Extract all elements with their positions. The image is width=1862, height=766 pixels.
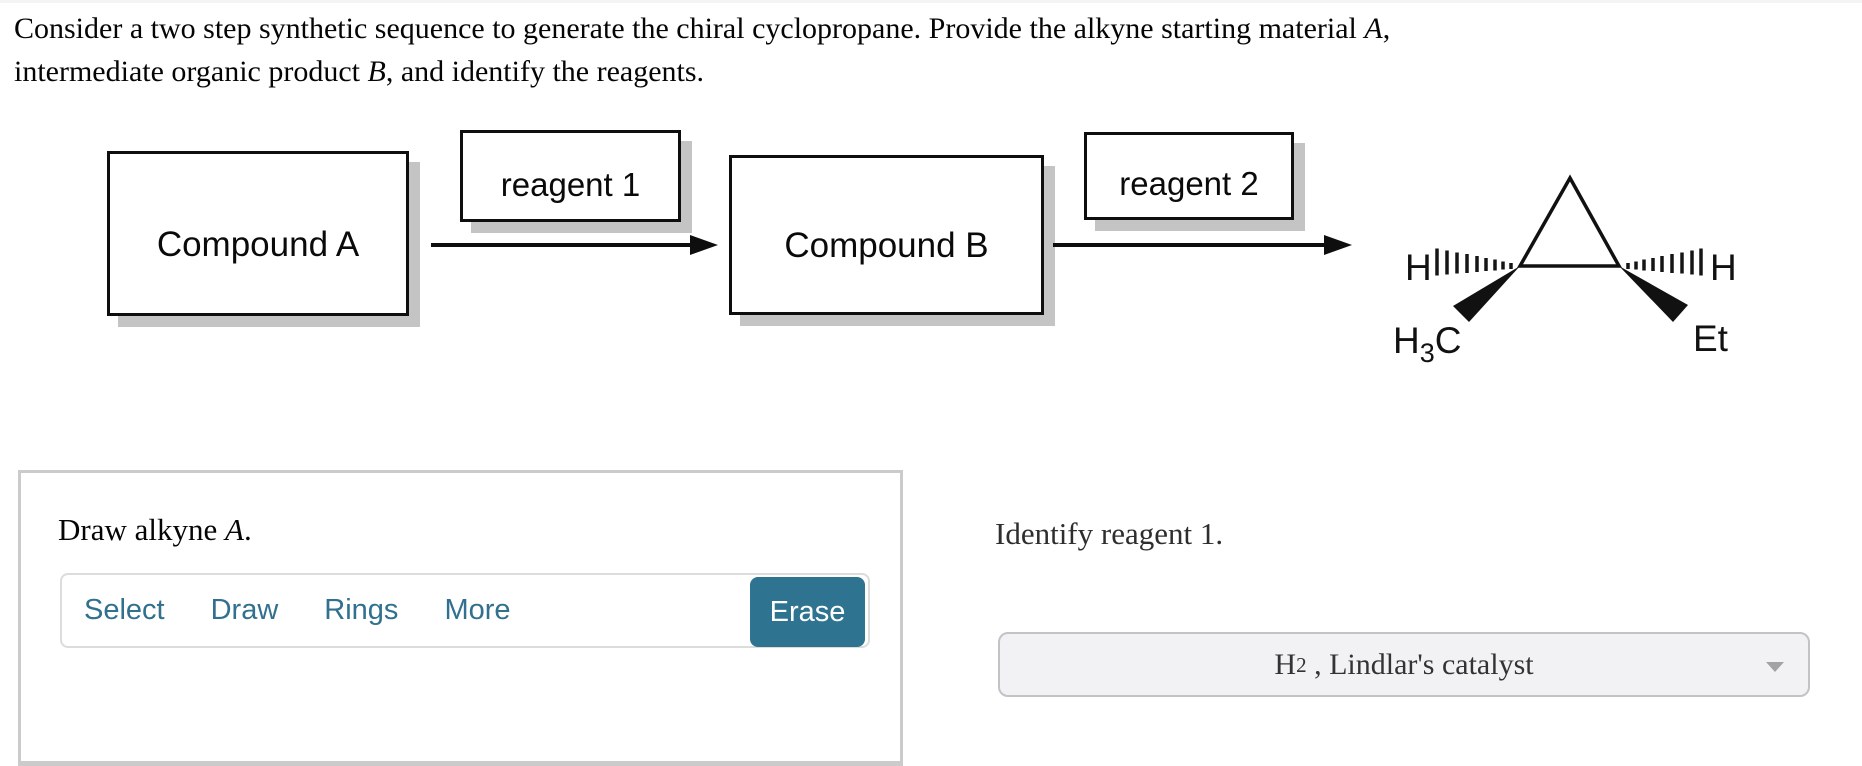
question-line-1: Consider a two step synthetic sequence t…: [14, 7, 1574, 50]
toolbar-item-draw[interactable]: Draw: [210, 594, 279, 626]
draw-prompt-var: A: [225, 512, 244, 547]
product-structure: H H H3C Et: [1393, 174, 1737, 365]
reaction-arrow-2: [1053, 235, 1352, 255]
right-solid-wedge-bond: [1619, 266, 1688, 322]
left-hash-wedge-bond: [1435, 248, 1513, 276]
dropdown-formula-base: H: [1274, 647, 1297, 681]
question-line2-suffix: , and identify the reagents.: [385, 55, 705, 88]
sketch-canvas[interactable]: [21, 651, 900, 761]
top-edge-strip: [0, 0, 1862, 3]
cyclopropane-ring: [1516, 174, 1622, 268]
question-line1-var: A: [1364, 12, 1383, 45]
right-h-label: H: [1710, 247, 1737, 288]
toolbar-item-select[interactable]: Select: [84, 594, 165, 626]
compound-a-label: Compound A: [156, 224, 360, 264]
question-line-2: intermediate organic product B, and iden…: [14, 50, 1574, 93]
reagent-2-label: reagent 2: [1119, 165, 1259, 202]
reaction-arrow-1: [431, 235, 718, 255]
identify-prompt: Identify reagent 1.: [995, 516, 1224, 551]
panel-bottom-border: [18, 761, 903, 766]
compound-b-label: Compound B: [784, 226, 989, 265]
reagent-2-box: reagent 2: [1084, 132, 1294, 220]
toolbar-item-rings[interactable]: Rings: [324, 594, 399, 626]
compound-a-box: Compound A: [107, 151, 409, 316]
question-line1-suffix: ,: [1382, 12, 1391, 45]
draw-prompt-suffix: .: [243, 512, 252, 547]
sketch-toolbar: Select Draw Rings More: [60, 573, 870, 648]
reagent-1-box: reagent 1: [460, 130, 681, 222]
right-hash-wedge-bond: [1626, 248, 1703, 276]
question-text: Consider a two step synthetic sequence t…: [14, 7, 1574, 93]
toolbar-item-more[interactable]: More: [444, 594, 511, 626]
question-line2-text: intermediate organic product: [14, 55, 368, 88]
ethyl-label: Et: [1693, 318, 1729, 359]
question-line1-text: Consider a two step synthetic sequence t…: [14, 12, 1365, 45]
left-h-label: H: [1405, 247, 1432, 288]
compound-b-box: Compound B: [729, 155, 1044, 315]
dropdown-value-text: , Lindlar's catalyst: [1306, 647, 1534, 681]
question-line2-var: B: [367, 55, 386, 88]
dropdown-caret-icon: [1766, 662, 1784, 672]
draw-prompt: Draw alkyne A.: [58, 512, 252, 548]
methyl-label: H3C: [1393, 320, 1462, 365]
erase-button[interactable]: Erase: [750, 577, 865, 647]
draw-prompt-text: Draw alkyne: [58, 512, 225, 547]
left-solid-wedge-bond: [1453, 266, 1520, 322]
reagent-1-label: reagent 1: [500, 166, 641, 203]
